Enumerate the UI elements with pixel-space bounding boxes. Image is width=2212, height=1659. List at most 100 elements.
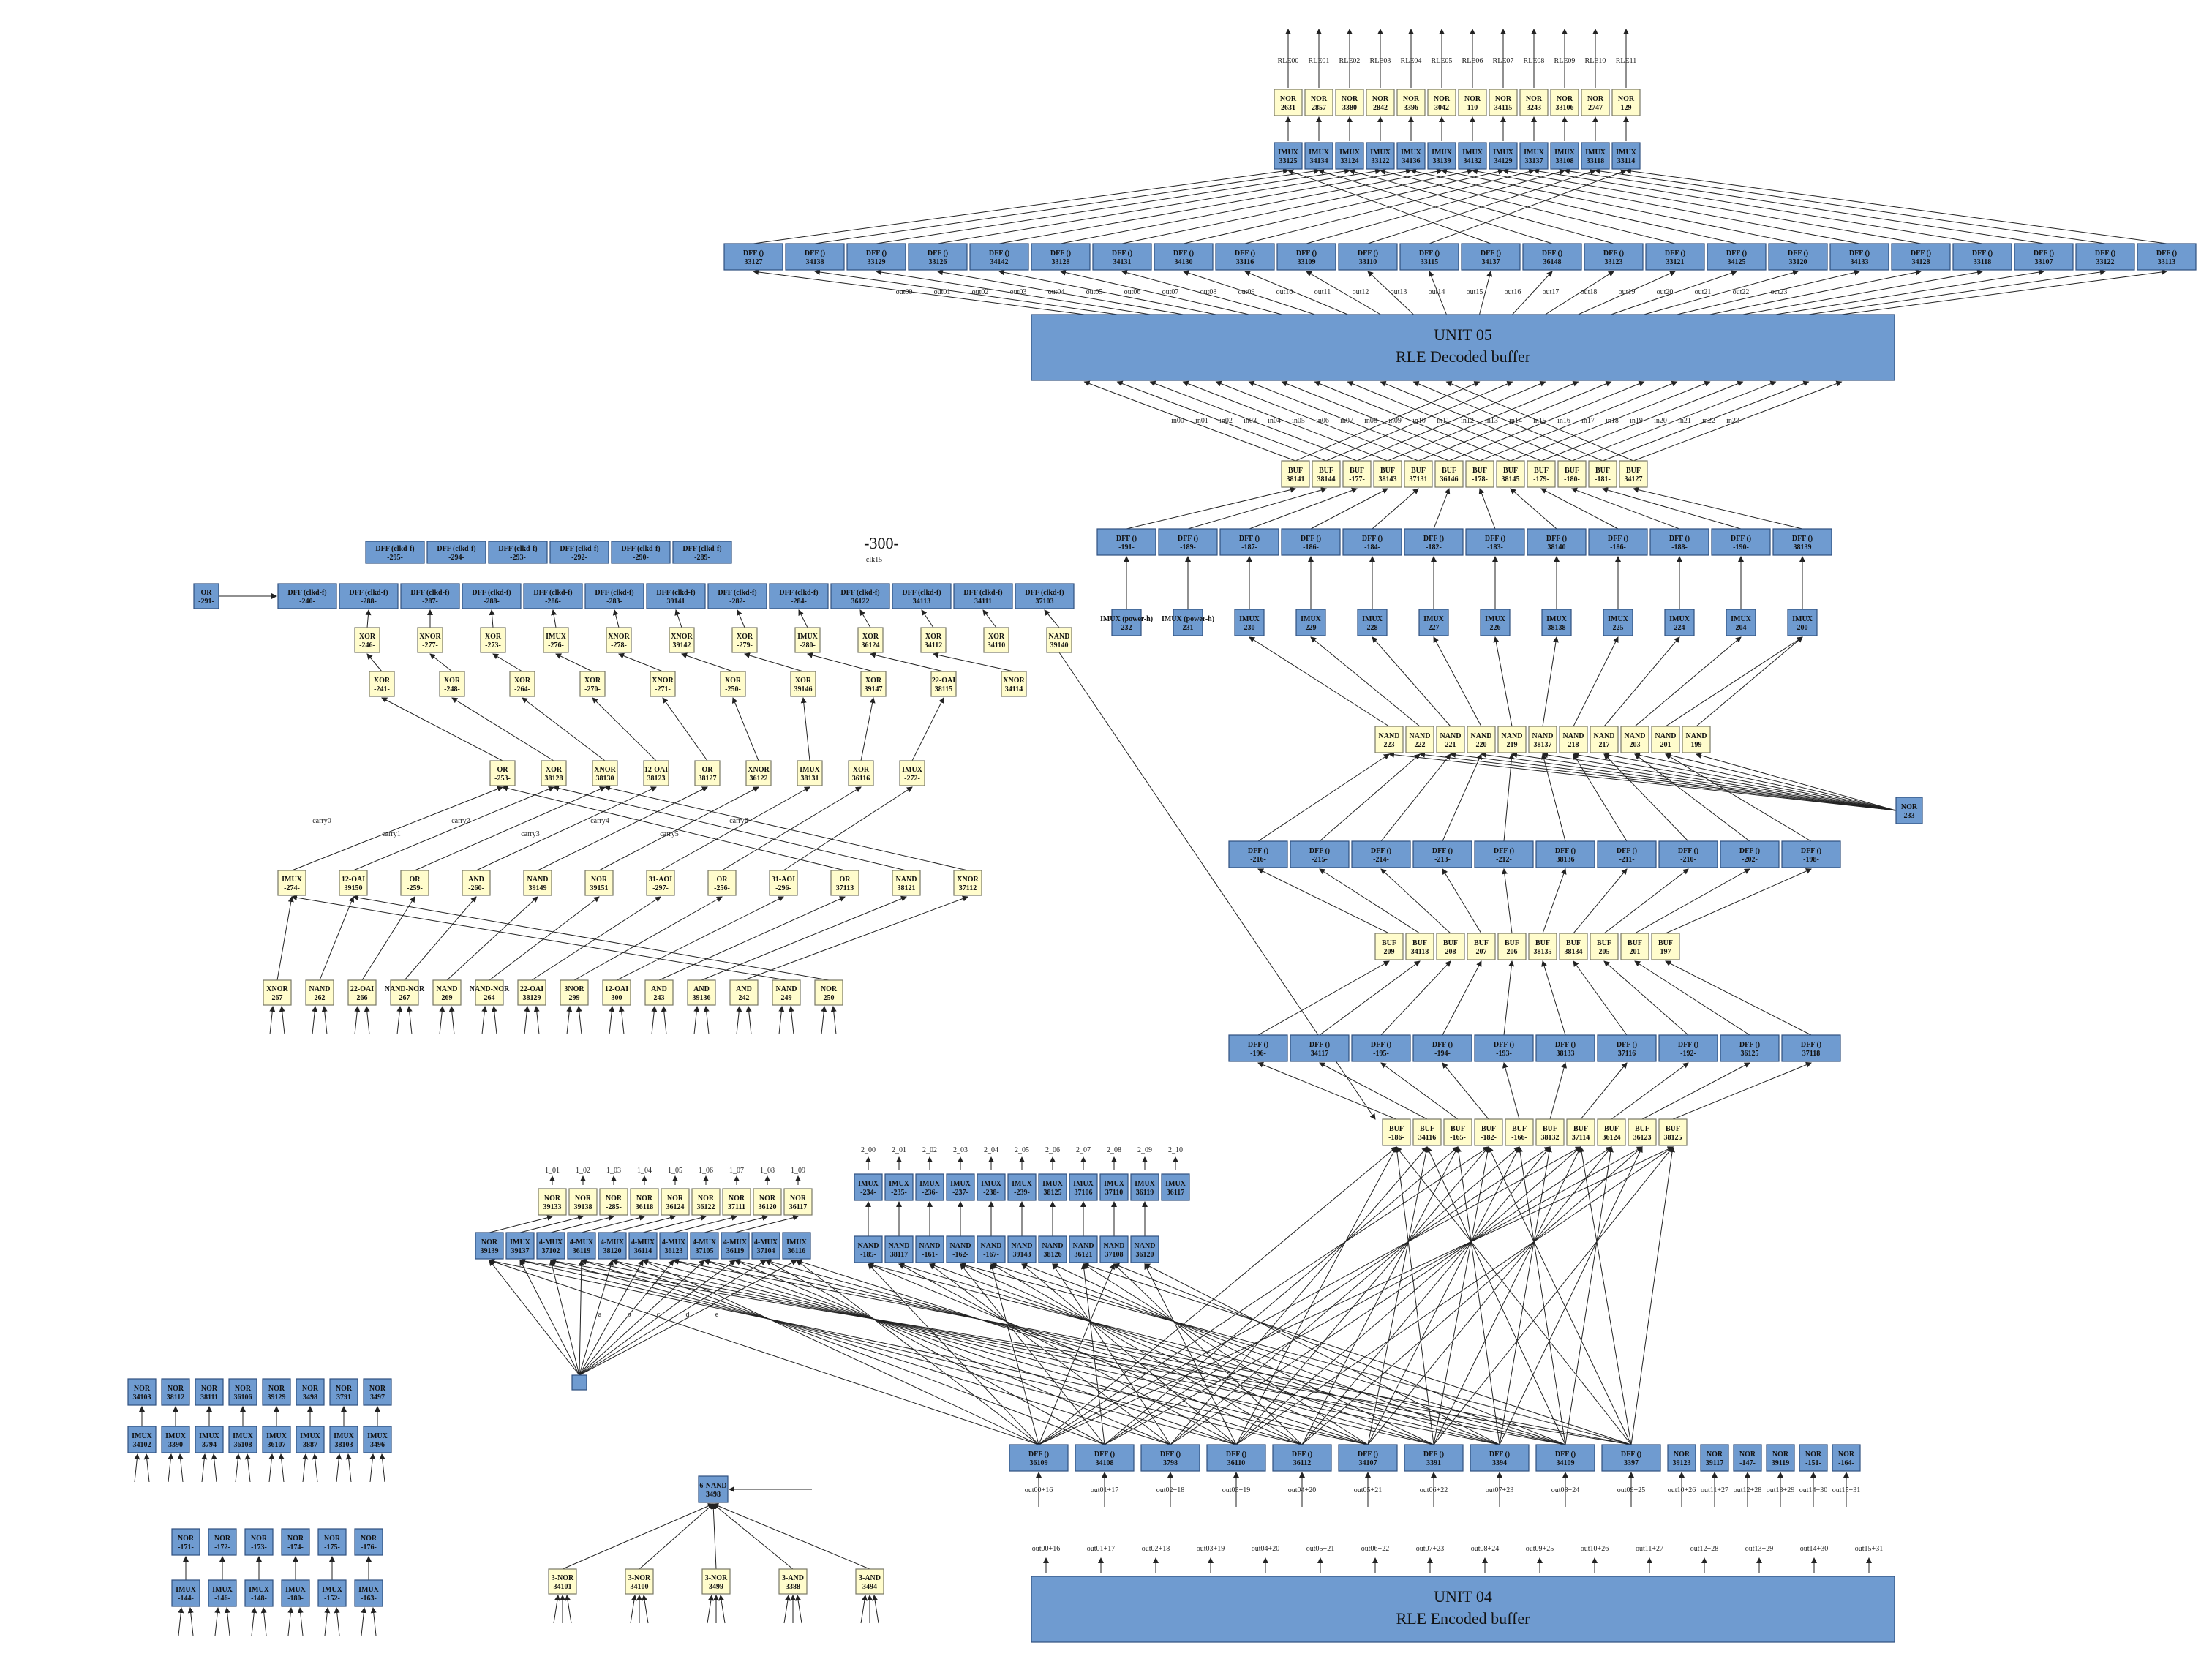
buf-row2-0[interactable]: BUF-209- (1374, 933, 1404, 960)
nand-row-10[interactable]: NAND-199- (1682, 726, 1711, 753)
nand-row-4[interactable]: NAND-219- (1497, 726, 1527, 753)
dff-left-1[interactable]: DFF (clkd-f)-288- (339, 583, 399, 609)
dff-left-5[interactable]: DFF (clkd-f)-283- (584, 583, 644, 609)
dff-row5-5[interactable]: DFF ()34107 (1338, 1444, 1398, 1472)
imux-row2-11[interactable]: IMUX-200- (1787, 609, 1818, 636)
dff-row4-5[interactable]: DFF ()38133 (1535, 1034, 1595, 1062)
or-left[interactable]: OR-291- (193, 583, 219, 609)
nand-row-2[interactable]: NAND-221- (1436, 726, 1465, 753)
bl-imux2-3[interactable]: IMUX-180- (281, 1579, 310, 1607)
nor-right[interactable]: NOR-233- (1895, 797, 1923, 824)
dff-out-18[interactable]: DFF ()34133 (1829, 243, 1889, 271)
bl-imux2-0[interactable]: IMUX-144- (171, 1579, 200, 1607)
dff-out-6[interactable]: DFF ()34131 (1092, 243, 1152, 271)
buf-row3-0[interactable]: BUF-186- (1382, 1118, 1411, 1146)
dff-row2-11[interactable]: DFF ()38139 (1772, 528, 1832, 556)
imux-row2-8[interactable]: IMUX-225- (1603, 609, 1633, 636)
bl-nor2-0[interactable]: NOR-171- (171, 1528, 200, 1556)
dff-out-23[interactable]: DFF ()33113 (2137, 243, 2197, 271)
dff-left-top-4[interactable]: DFF (clkd-f)-290- (611, 541, 671, 564)
logic-bottom-5[interactable]: NAND-NOR-264- (470, 979, 510, 1006)
logic-low-8[interactable]: 31-AOI-296- (769, 870, 798, 896)
dff-row2-4[interactable]: DFF ()-184- (1342, 528, 1402, 556)
bl-imux2-1[interactable]: IMUX-146- (208, 1579, 237, 1607)
dff-row4-3[interactable]: DFF ()-194- (1412, 1034, 1472, 1062)
nand-row-0[interactable]: NAND-223- (1374, 726, 1404, 753)
dff-out-10[interactable]: DFF ()33110 (1338, 243, 1398, 271)
imux-mid-1[interactable]: IMUX-235- (884, 1173, 914, 1201)
imux-mid-2[interactable]: IMUX-236- (915, 1173, 944, 1201)
logic-row1-3[interactable]: IMUX-276- (543, 627, 569, 653)
logic-bottom-3[interactable]: NAND-NOR-267- (385, 979, 425, 1006)
nand-row-6[interactable]: NAND-218- (1559, 726, 1588, 753)
bl-imux2-4[interactable]: IMUX-152- (317, 1579, 347, 1607)
logic-bottom-7[interactable]: 3NOR-299- (560, 979, 589, 1006)
dff-out-7[interactable]: DFF ()34130 (1154, 243, 1214, 271)
dff-out-16[interactable]: DFF ()34125 (1707, 243, 1767, 271)
logic-row1-4[interactable]: XNOR-278- (606, 627, 632, 653)
imux-mid-0[interactable]: IMUX-234- (854, 1173, 883, 1201)
bl-imux2-2[interactable]: IMUX-148- (244, 1579, 274, 1607)
logic-bottom-13[interactable]: NOR-250- (814, 979, 843, 1006)
logic-row1-2[interactable]: XOR-273- (480, 627, 506, 653)
dff-row2-3[interactable]: DFF ()-186- (1281, 528, 1341, 556)
dff-row4-9[interactable]: DFF ()37118 (1781, 1034, 1841, 1062)
imux-mid-4[interactable]: IMUX-238- (977, 1173, 1006, 1201)
dff-row5-8[interactable]: DFF ()34109 (1535, 1444, 1595, 1472)
top-nor-6[interactable]: NOR-110- (1458, 89, 1487, 116)
logic-low-3[interactable]: AND-260- (462, 870, 491, 896)
buf-row1-6[interactable]: BUF-178- (1465, 460, 1494, 488)
buf-row1-9[interactable]: BUF-180- (1557, 460, 1587, 488)
dff-row4-2[interactable]: DFF ()-195- (1351, 1034, 1411, 1062)
imux-row2-0[interactable]: IMUX (power-h)-232- (1100, 609, 1153, 636)
imux-row2-1[interactable]: IMUX (power-h)-231- (1162, 609, 1214, 636)
dff-row2-10[interactable]: DFF ()-190- (1711, 528, 1771, 556)
imux-row2-5[interactable]: IMUX-227- (1418, 609, 1449, 636)
dff-row2-2[interactable]: DFF ()-187- (1219, 528, 1279, 556)
imux-row2-6[interactable]: IMUX-226- (1480, 609, 1511, 636)
logic-row2-0[interactable]: XOR-241- (369, 671, 395, 697)
nand-row-1[interactable]: NAND-222- (1405, 726, 1434, 753)
dff-row2-0[interactable]: DFF ()-191- (1096, 528, 1156, 556)
imux-row2-10[interactable]: IMUX-204- (1726, 609, 1756, 636)
dff-left-3[interactable]: DFF (clkd-f)-288- (462, 583, 522, 609)
